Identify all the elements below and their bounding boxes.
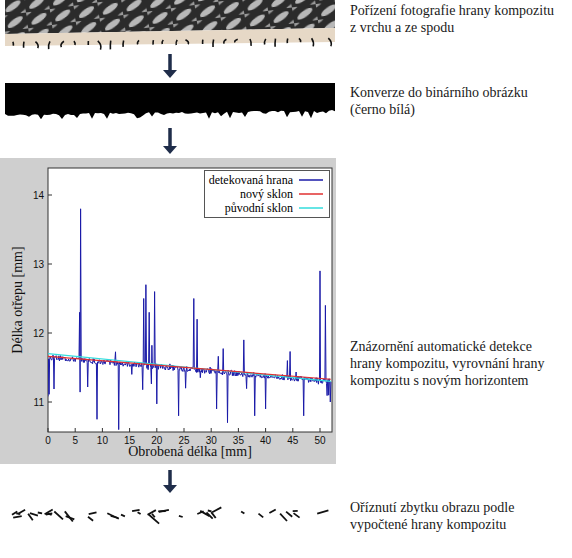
tick-label: 20 [151, 435, 162, 446]
legend-text: nový sklon [240, 187, 293, 201]
process-stage: Pořízení fotografie hrany kompozitu z vr… [0, 0, 566, 48]
tick-label: 50 [314, 435, 325, 446]
tick-label: 11 [34, 397, 44, 408]
flow-arrow [163, 470, 177, 493]
tick-label: 14 [33, 190, 44, 201]
flow-arrow [163, 54, 177, 78]
axis-title: Délka otřepu [mm] [10, 246, 26, 353]
tick-label: 30 [206, 435, 217, 446]
binary-image [5, 83, 335, 119]
tick-label: 13 [33, 259, 44, 270]
tick-label: 15 [124, 435, 135, 446]
process-stage: Konverze do binárního obrázku (černo bíl… [0, 82, 566, 122]
tick-label: 25 [178, 435, 189, 446]
stage-description: Oříznutí zbytku obrazu podle vypočtené h… [350, 499, 562, 533]
cropped-edge [12, 507, 328, 523]
flow-arrow [163, 128, 177, 154]
legend-line-sample [299, 204, 323, 212]
tick-label: 0 [45, 435, 51, 446]
stage-description: Znázornění automatické detekce hrany kom… [350, 338, 562, 389]
process-stage: Oříznutí zbytku obrazu podle vypočtené h… [0, 497, 566, 549]
legend-row: detekovaná hrana [209, 173, 323, 187]
legend-text: detekovaná hrana [209, 173, 293, 187]
tick-label: 5 [72, 435, 78, 446]
tick-label: 35 [233, 435, 244, 446]
composite-photo [5, 0, 335, 50]
tick-label: 10 [97, 435, 108, 446]
legend-line-sample [299, 190, 323, 198]
legend-text: původní sklon [225, 201, 293, 215]
legend-row: původní sklon [209, 201, 323, 215]
axis-title: Obrobená délka [mm] [128, 444, 252, 460]
legend-box: detekovaná hrananový sklonpůvodní sklon [204, 170, 330, 218]
legend-row: nový sklon [209, 187, 323, 201]
stage-description: Pořízení fotografie hrany kompozitu z vr… [350, 2, 562, 36]
stage-description: Konverze do binárního obrázku (černo bíl… [350, 84, 562, 118]
legend-line-sample [299, 176, 323, 184]
tick-label: 40 [260, 435, 271, 446]
edge-chart [0, 158, 336, 464]
tick-label: 45 [287, 435, 298, 446]
tick-label: 12 [33, 328, 44, 339]
